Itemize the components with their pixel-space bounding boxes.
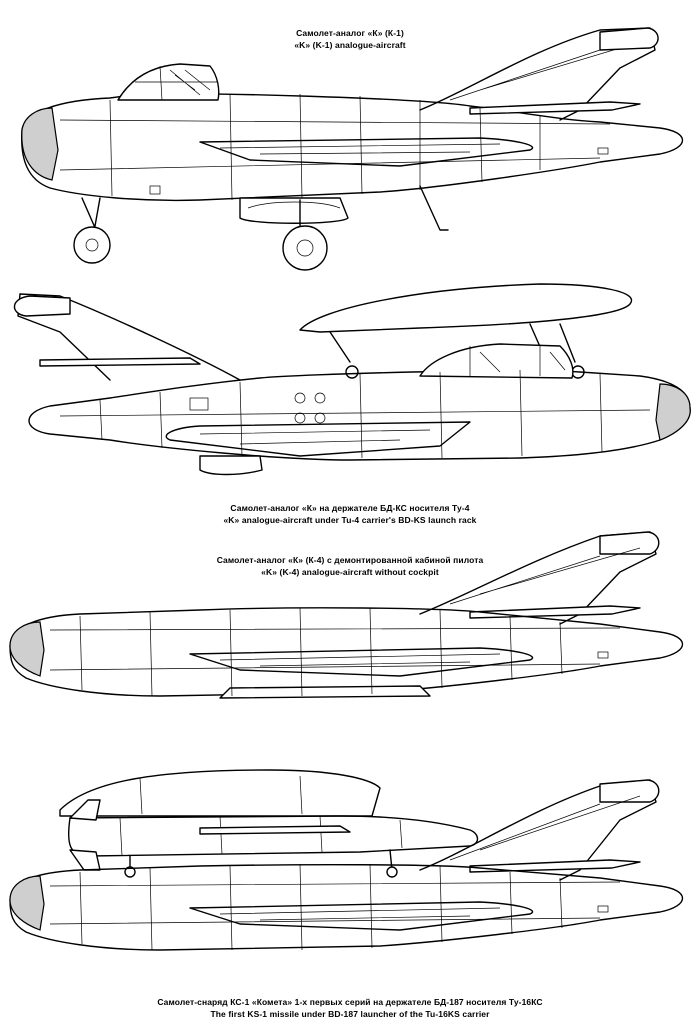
caption-k1: Самолет-аналог «К» (К-1) «K» (K-1) analo…: [0, 27, 700, 51]
drawing-k1-aircraft: [0, 20, 700, 280]
bd187-pylon: [59, 769, 381, 817]
ks1-missile-body: [67, 815, 479, 857]
wing-k4: [189, 647, 534, 677]
canopy-k-bdks: [419, 343, 574, 379]
caption-k1-ru: Самолет-аналог «К» (К-1): [296, 28, 404, 38]
drawing-k-on-bdks-rack: [0, 280, 700, 480]
drawing-k4-aircraft: [0, 520, 700, 720]
nose-cone-k1: [21, 107, 59, 181]
bdks-pylon: [299, 283, 633, 333]
drawing-ks1-missile: [0, 760, 700, 990]
nose-cone-k-bdks: [655, 383, 691, 441]
caption-ks1-en: The first KS-1 missile under BD-187 laun…: [210, 1009, 490, 1019]
caption-k4: Самолет-аналог «К» (К-4) с демонтированн…: [0, 554, 700, 578]
caption-k4-ru: Самолет-аналог «К» (К-4) с демонтированн…: [216, 555, 484, 565]
tail-fin-k-bdks: [17, 293, 241, 381]
caption-bdks-ru: Самолет-аналог «К» на держателе БД-КС но…: [230, 503, 470, 513]
wing-k1: [199, 137, 534, 167]
caption-k4-en: «K» (K-4) analogue-aircraft without cock…: [261, 567, 439, 577]
wing-ks1-carrier: [189, 901, 534, 931]
nose-cone-k4: [9, 621, 45, 677]
wing-k-bdks: [165, 421, 471, 457]
caption-bdks: Самолет-аналог «К» на держателе БД-КС но…: [0, 502, 700, 526]
caption-k1-en: «K» (K-1) analogue-aircraft: [294, 40, 406, 50]
caption-ks1-ru: Самолет-снаряд КС-1 «Комета» 1-х первых …: [157, 997, 543, 1007]
fuselage-k4: [9, 607, 683, 697]
caption-bdks-en: «K» analogue-aircraft under Tu-4 carrier…: [223, 515, 477, 525]
fuselage-ks1-carrier: [9, 863, 683, 951]
nose-cone-ks1: [9, 875, 45, 931]
caption-ks1: Самолет-снаряд КС-1 «Комета» 1-х первых …: [0, 996, 700, 1020]
